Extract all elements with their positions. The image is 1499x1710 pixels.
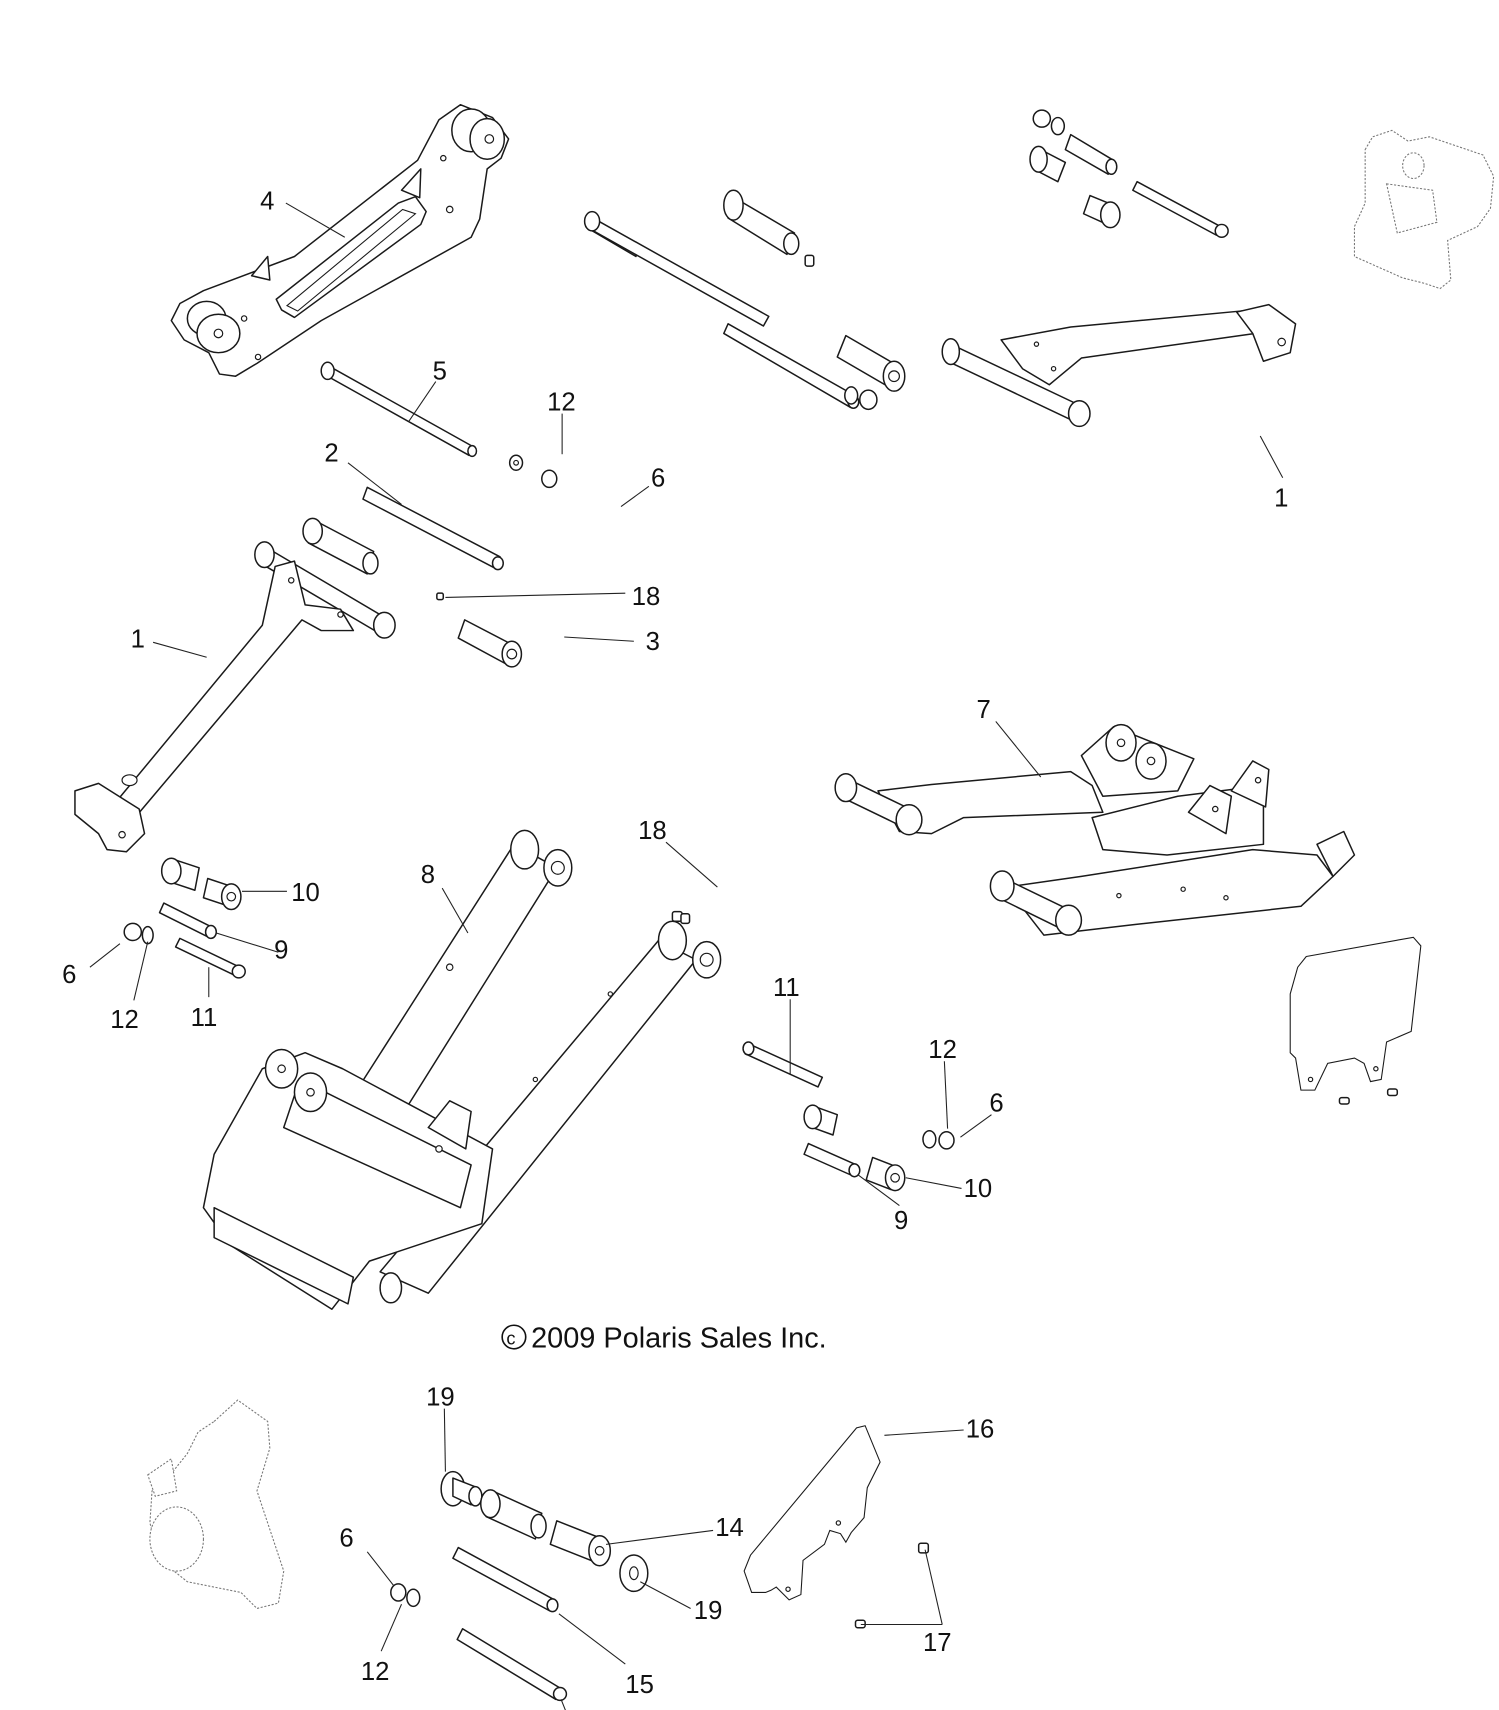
callout-12: 12 xyxy=(547,388,576,416)
callout-3: 3 xyxy=(646,628,660,656)
callout-19: 19 xyxy=(426,1383,455,1411)
middle-left-hardware xyxy=(302,361,558,668)
callout-1: 1 xyxy=(1274,485,1288,513)
callout-10: 10 xyxy=(291,879,320,907)
callout-6: 6 xyxy=(651,464,665,492)
part-16-guard-plate xyxy=(743,1425,930,1629)
callout-10: 10 xyxy=(964,1175,993,1203)
callout-12: 12 xyxy=(361,1658,390,1686)
part-4-bracket-plate xyxy=(170,103,510,377)
callout-18: 18 xyxy=(638,817,667,845)
callout-19: 19 xyxy=(694,1597,723,1625)
knuckle-reference-lower xyxy=(147,1399,285,1610)
knuckle-reference-upper xyxy=(1353,129,1495,290)
callout-17: 17 xyxy=(923,1629,952,1657)
lower-hardware xyxy=(390,1470,649,1702)
callout-11: 11 xyxy=(773,974,800,1002)
callout-12: 12 xyxy=(928,1036,957,1064)
callout-2: 2 xyxy=(324,440,338,468)
callout-7: 7 xyxy=(976,696,990,724)
part-1-trailing-arm-left xyxy=(74,541,396,853)
callout-11: 11 xyxy=(191,1004,218,1032)
callout-18: 18 xyxy=(632,583,661,611)
callout-6: 6 xyxy=(62,961,76,989)
callout-6: 6 xyxy=(339,1525,353,1553)
callout-4: 4 xyxy=(260,187,274,215)
guard-plate-right xyxy=(1289,936,1422,1105)
copyright-text: 2009 Polaris Sales Inc. xyxy=(531,1323,827,1355)
leader-lines xyxy=(89,202,1284,1710)
callout-9: 9 xyxy=(274,937,288,965)
callout-9: 9 xyxy=(894,1207,908,1235)
part-18-grease-fitting xyxy=(671,910,691,925)
callout-5: 5 xyxy=(433,357,447,385)
callout-labels: 4 5 12 6 2 18 3 1 1 7 10 9 6 12 11 8 18 … xyxy=(62,187,1288,1699)
part-7-swing-arm xyxy=(834,723,1356,936)
callout-14: 14 xyxy=(715,1514,744,1542)
copyright-symbol: c xyxy=(506,1329,515,1349)
callout-12: 12 xyxy=(110,1006,139,1034)
callout-8: 8 xyxy=(421,861,435,889)
part-8-main-swing-arm xyxy=(202,829,722,1310)
callout-16: 16 xyxy=(966,1415,995,1443)
callout-6: 6 xyxy=(989,1090,1003,1118)
upper-right-hardware xyxy=(1029,109,1229,239)
copyright-symbol-circle xyxy=(501,1324,527,1350)
callout-15: 15 xyxy=(625,1671,654,1699)
upper-center-hardware xyxy=(583,189,906,411)
part-1-trailing-arm-right xyxy=(941,303,1297,428)
center-right-hardware xyxy=(742,1041,955,1192)
left-hardware xyxy=(123,857,246,979)
callout-1: 1 xyxy=(131,626,145,654)
copyright-notice: c 2009 Polaris Sales Inc. xyxy=(501,1323,827,1355)
